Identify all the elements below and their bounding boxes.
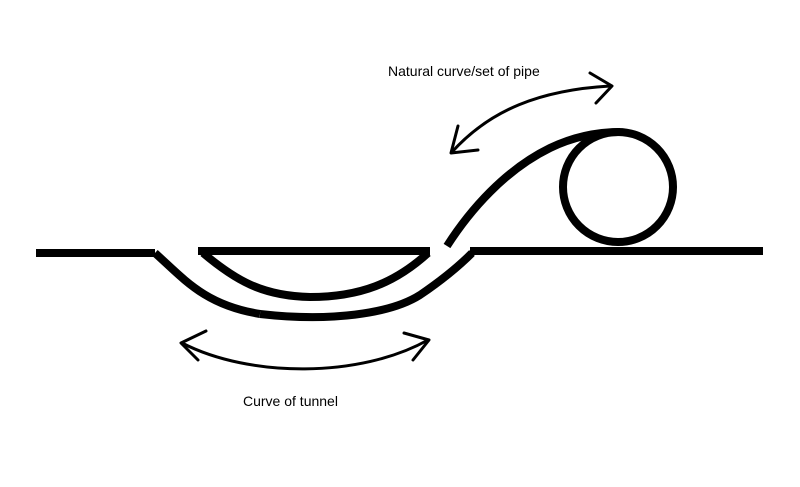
tunnel-curve-arrowhead-left [179, 329, 208, 362]
tunnel-curve-arrowhead-right [402, 331, 431, 362]
pipe-curve-label: Natural curve/set of pipe [388, 63, 540, 79]
tunnel-curve-arrow [180, 338, 430, 371]
pipe-curve-arrowhead-right [588, 71, 614, 105]
tunnel-curve [259, 250, 475, 322]
pit-bottom-curve [200, 249, 431, 301]
tunnel-curve-label: Curve of tunnel [243, 393, 338, 409]
tunnel-left-slope [152, 250, 261, 318]
pipe-curve-arrowhead-left [449, 124, 480, 155]
pipe-curve-arrow [450, 84, 612, 154]
pipe-coil [559, 128, 677, 246]
